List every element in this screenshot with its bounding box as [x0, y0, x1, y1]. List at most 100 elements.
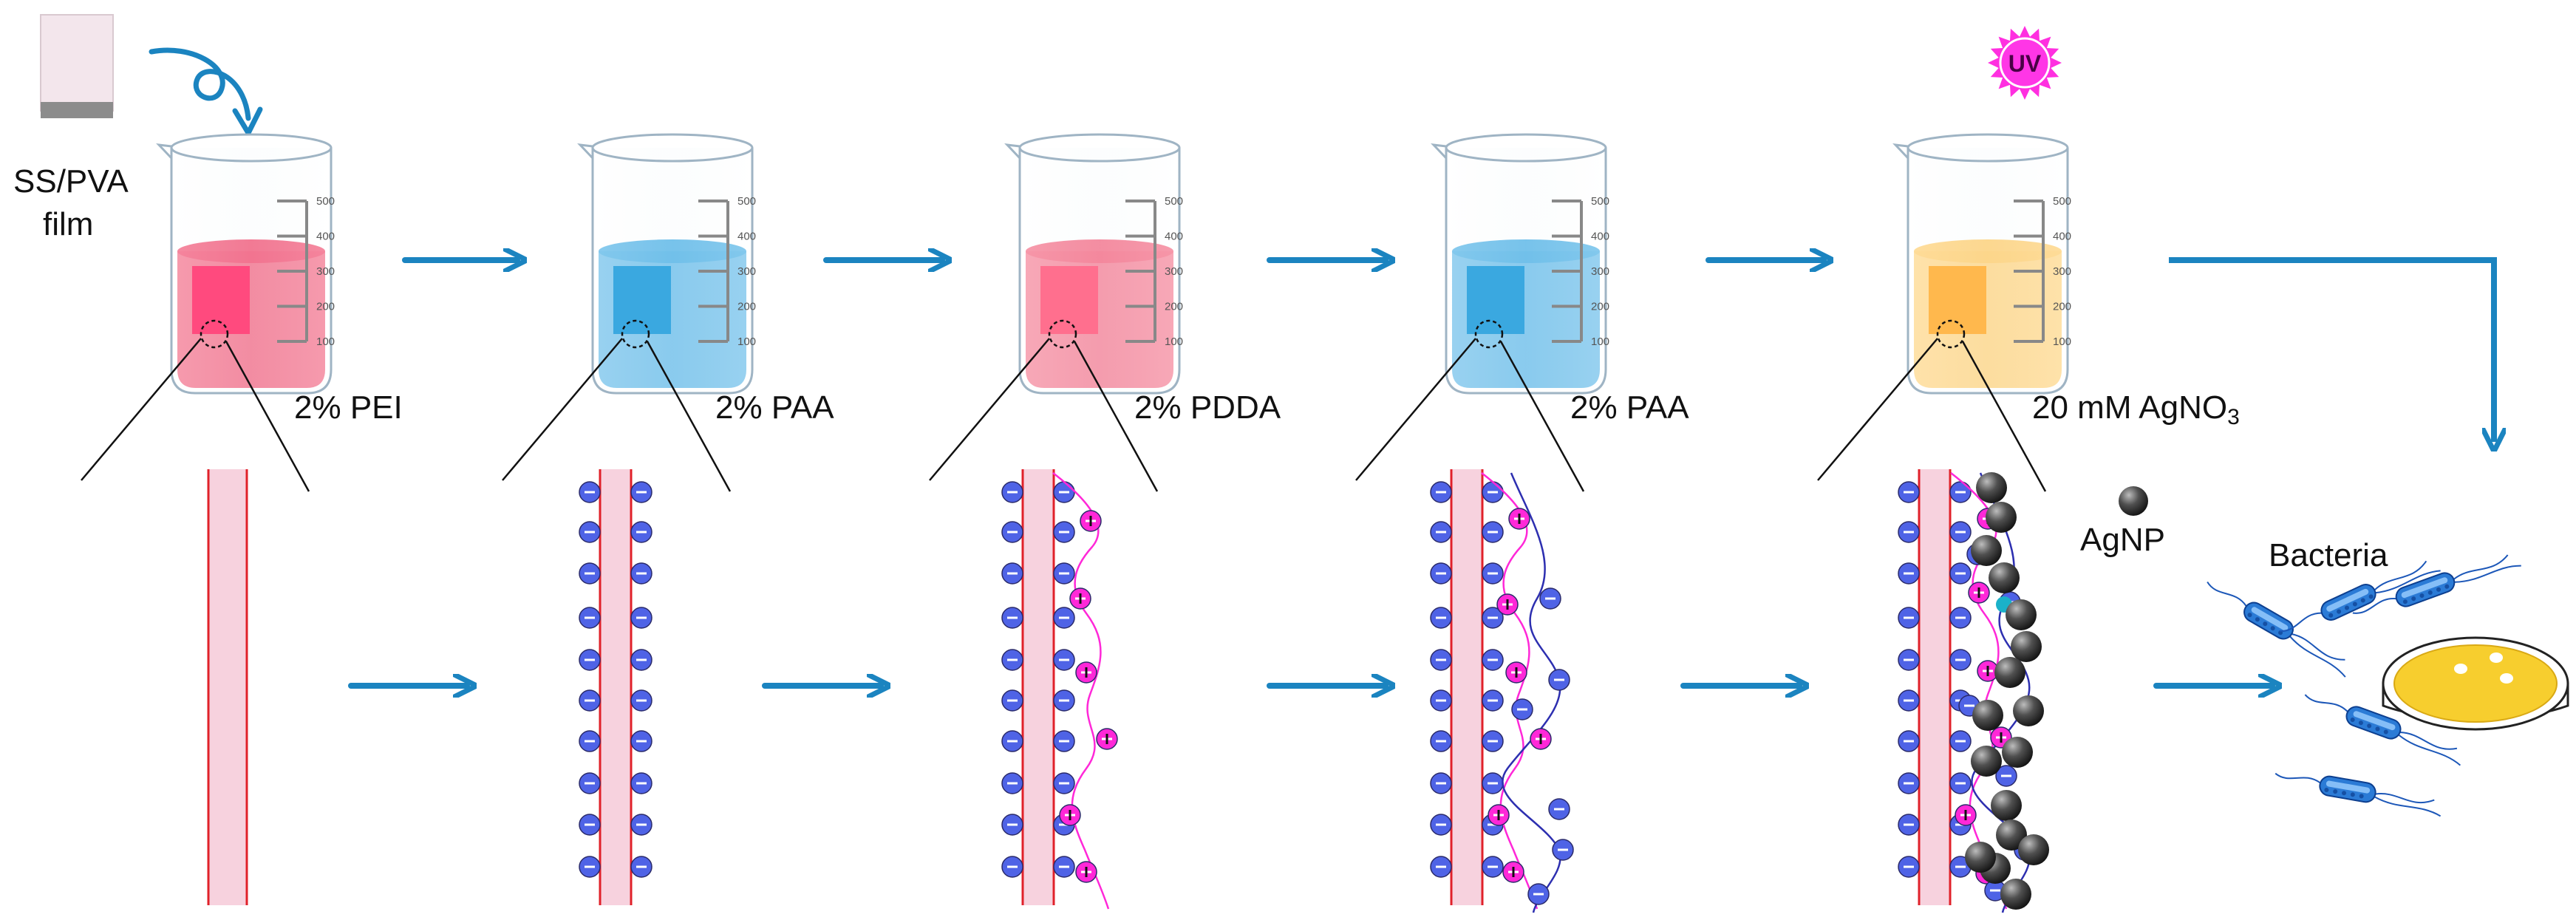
beaker-5-tick-3: 300 — [2053, 265, 2071, 278]
neg-charge-5-a-8 — [1898, 772, 1920, 794]
neg-charge-2-b-1 — [630, 481, 652, 503]
neg-charge-2-a-7 — [579, 730, 601, 752]
step-label-5-subscript: 3 — [2227, 405, 2240, 429]
neg-charge-4-a-5 — [1430, 649, 1452, 671]
ss-pva-film — [40, 14, 114, 118]
zoom-line-right-5 — [1961, 341, 2047, 492]
agnp-particle-10 — [1971, 746, 2002, 777]
neg-charge-2-b-2 — [630, 521, 652, 543]
neg-charge-4-b-6 — [1482, 689, 1504, 712]
bacteria-label: Bacteria — [2269, 537, 2388, 573]
step-label-4: 2% PAA — [1570, 389, 1689, 426]
uv-sun-icon — [1988, 26, 2062, 100]
beaker-2-tick-3: 300 — [737, 265, 756, 278]
agnp-particle-16 — [2000, 879, 2031, 910]
bacteria-icon — [2352, 554, 2521, 614]
neg-charge-3-a-4 — [1001, 607, 1023, 629]
neg-charge-3-b-2 — [1053, 521, 1075, 543]
neg-charge-3-b-7 — [1053, 730, 1075, 752]
neg-charge-4-b-4 — [1482, 607, 1504, 629]
neg-outer-4-3 — [1511, 698, 1533, 720]
agnp-particle-2 — [1986, 502, 2017, 533]
neg-charge-3-b-6 — [1053, 689, 1075, 712]
neg-charge-3-a-10 — [1001, 856, 1023, 878]
beaker-2-zoom-circle — [621, 319, 650, 349]
beaker-4-tick-4: 200 — [1591, 301, 1609, 313]
pos-charge-5-5 — [1955, 804, 1977, 826]
pos-charge-4-3 — [1505, 661, 1527, 684]
neg-charge-3-b-4 — [1053, 607, 1075, 629]
neg-charge-5-b-3 — [1949, 562, 1972, 585]
beaker-1-zoom-circle — [200, 319, 229, 349]
neg-charge-2-b-9 — [630, 814, 652, 836]
beaker-3-tick-1: 500 — [1165, 195, 1183, 208]
pos-charge-5-2 — [1968, 582, 1990, 604]
neg-charge-4-b-10 — [1482, 856, 1504, 878]
neg-charge-4-a-9 — [1430, 814, 1452, 836]
neg-charge-2-a-1 — [579, 481, 601, 503]
film-layer-1 — [207, 469, 248, 905]
neg-charge-5-a-5 — [1898, 649, 1920, 671]
pos-charge-3-2 — [1069, 587, 1091, 610]
film-layer-2 — [579, 469, 652, 905]
agnp-particle-4 — [1989, 562, 2020, 593]
neg-charge-2-b-6 — [630, 689, 652, 712]
neg-charge-5-b-8 — [1949, 772, 1972, 794]
neg-charge-5-a-7 — [1898, 730, 1920, 752]
neg-charge-5-b-5 — [1949, 649, 1972, 671]
agnp-particle-6 — [2011, 631, 2042, 662]
neg-outer-4-1 — [1539, 587, 1561, 610]
beaker-2-tick-5: 100 — [737, 335, 756, 348]
beaker-1-tick-4: 200 — [316, 301, 335, 313]
beaker-1-tick-1: 500 — [316, 195, 335, 208]
agnp-particle-12 — [1991, 790, 2022, 821]
beaker-4-tick-3: 300 — [1591, 265, 1609, 278]
zoom-line-left-1 — [81, 338, 202, 481]
neg-charge-2-a-3 — [579, 562, 601, 585]
film-layer-3 — [1001, 469, 1118, 910]
pos-charge-4-5 — [1488, 804, 1510, 826]
bacteria-icon — [2304, 694, 2461, 766]
neg-charge-2-b-5 — [630, 649, 652, 671]
pdda-chain-3 — [1052, 472, 1110, 910]
agnp-particle-1 — [1976, 472, 2007, 503]
beaker-3-sample — [1040, 266, 1098, 334]
petri-dish-icon — [2382, 636, 2569, 731]
pos-charge-5-3 — [1977, 660, 1999, 682]
neg-charge-3-a-6 — [1001, 689, 1023, 712]
pos-charge-3-5 — [1059, 804, 1081, 826]
neg-charge-2-a-6 — [579, 689, 601, 712]
neg-charge-4-b-7 — [1482, 730, 1504, 752]
beaker-3-tick-5: 100 — [1165, 335, 1183, 348]
neg-charge-2-a-4 — [579, 607, 601, 629]
beaker-4-tick-2: 400 — [1591, 231, 1609, 243]
beaker-1-sample — [192, 266, 250, 334]
film-layer-5 — [1898, 469, 2049, 913]
neg-outer-4-4 — [1548, 798, 1570, 820]
neg-charge-4-a-6 — [1430, 689, 1452, 712]
beaker-3-scale: 500 400 300 200 100 — [1125, 195, 1183, 348]
neg-charge-5-b-1 — [1949, 481, 1972, 503]
neg-outer-5-4 — [1995, 765, 2017, 787]
film-layer-4 — [1430, 469, 1574, 913]
beaker-3: 500 400 300 200 100 — [929, 133, 1183, 492]
beaker-1-tick-3: 300 — [316, 265, 335, 278]
neg-charge-2-a-2 — [579, 521, 601, 543]
pos-charge-3-1 — [1080, 510, 1102, 532]
beaker-3-tick-2: 400 — [1165, 231, 1183, 243]
bacteria-icon — [2275, 772, 2442, 817]
agnp-icon — [2119, 486, 2148, 516]
beaker-4-tick-5: 100 — [1591, 335, 1609, 348]
neg-charge-3-b-10 — [1053, 856, 1075, 878]
neg-charge-4-b-1 — [1482, 481, 1504, 503]
beaker-3-tick-4: 200 — [1165, 301, 1183, 313]
neg-charge-4-a-10 — [1430, 856, 1452, 878]
beaker-4-tick-1: 500 — [1591, 195, 1609, 208]
neg-charge-5-a-6 — [1898, 689, 1920, 712]
beaker-3-tick-3: 300 — [1165, 265, 1183, 278]
beaker-1-tick-2: 400 — [316, 231, 335, 243]
